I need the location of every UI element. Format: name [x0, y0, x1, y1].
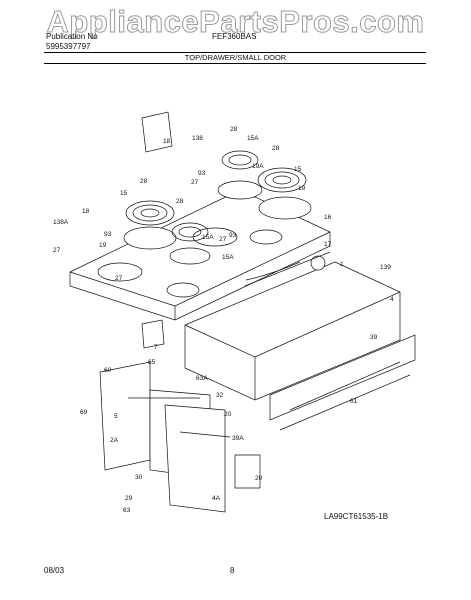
- screw: [310, 255, 326, 271]
- svg-text:30: 30: [135, 474, 143, 481]
- svg-text:138: 138: [192, 135, 203, 142]
- svg-text:27: 27: [219, 236, 227, 243]
- trim-strip: [244, 251, 331, 287]
- svg-text:20: 20: [224, 411, 232, 418]
- title-rule: [44, 63, 426, 64]
- svg-text:28: 28: [140, 178, 148, 185]
- svg-text:2A: 2A: [110, 437, 119, 444]
- page-title: TOP/DRAWER/SMALL DOOR: [184, 53, 287, 62]
- svg-text:28: 28: [272, 145, 280, 152]
- drip-bowls: [123, 180, 312, 265]
- svg-text:18: 18: [82, 208, 90, 215]
- svg-text:27: 27: [191, 179, 199, 186]
- svg-text:93: 93: [229, 232, 237, 239]
- illustration-id: LA99CT61535-1B: [324, 512, 389, 521]
- svg-text:16: 16: [324, 214, 332, 221]
- svg-text:139: 139: [380, 264, 391, 271]
- svg-text:39: 39: [370, 334, 378, 341]
- label-tag: [141, 111, 173, 153]
- page-number: 8: [230, 566, 235, 575]
- footer-date: 08/03: [44, 566, 65, 575]
- svg-text:138A: 138A: [53, 219, 69, 226]
- hinge-bracket: [234, 454, 261, 489]
- svg-text:93: 93: [198, 170, 206, 177]
- retainer: [141, 319, 165, 349]
- svg-text:27: 27: [53, 247, 61, 254]
- surface-elements: [125, 150, 307, 242]
- model-number: FEF360BAS: [212, 32, 257, 41]
- svg-text:4: 4: [390, 296, 394, 303]
- svg-text:20: 20: [255, 475, 263, 482]
- svg-text:15: 15: [120, 190, 128, 197]
- svg-text:15A: 15A: [222, 254, 234, 261]
- callout-labels: 18 138 28 15A 28 19A 15 93 27 19 28 16 1…: [53, 126, 394, 514]
- svg-text:65: 65: [148, 359, 156, 366]
- svg-text:63: 63: [123, 507, 131, 514]
- svg-text:15A: 15A: [247, 135, 259, 142]
- svg-text:19A: 19A: [252, 163, 264, 170]
- svg-text:19: 19: [99, 242, 107, 249]
- svg-text:28: 28: [230, 126, 238, 133]
- svg-text:5: 5: [114, 413, 118, 420]
- publication-label: Publication No: [46, 32, 98, 41]
- svg-text:28: 28: [176, 198, 184, 205]
- svg-text:61: 61: [350, 398, 358, 405]
- svg-text:1: 1: [340, 261, 344, 268]
- svg-text:18: 18: [163, 138, 171, 145]
- svg-text:69: 69: [80, 409, 88, 416]
- storage-drawer: [184, 261, 416, 431]
- svg-text:60: 60: [104, 367, 112, 374]
- svg-text:7: 7: [154, 344, 158, 351]
- svg-text:63A: 63A: [196, 375, 208, 382]
- svg-text:27: 27: [115, 275, 123, 282]
- small-door: [99, 361, 231, 513]
- svg-text:19: 19: [298, 185, 306, 192]
- svg-text:93: 93: [104, 231, 112, 238]
- header-rule: [44, 52, 426, 53]
- svg-text:15A: 15A: [202, 234, 214, 241]
- svg-text:15: 15: [294, 166, 302, 173]
- svg-text:29: 29: [125, 495, 133, 502]
- watermark: AppliancePartsPros.com: [46, 4, 425, 40]
- svg-text:4A: 4A: [212, 495, 221, 502]
- svg-text:17: 17: [324, 241, 332, 248]
- svg-text:32: 32: [216, 392, 224, 399]
- publication-number: 5995397797: [46, 42, 91, 51]
- svg-text:39A: 39A: [232, 435, 244, 442]
